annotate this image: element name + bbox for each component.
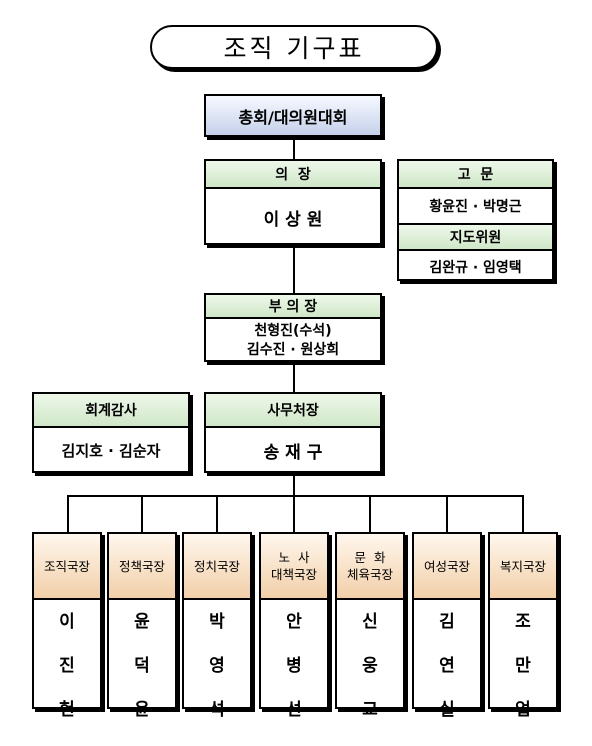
- secretary-role-text: 사무처장: [267, 403, 319, 419]
- department-person: 신 웅 교: [337, 600, 403, 720]
- department-person: 윤 덕 윤: [109, 600, 175, 720]
- chart-title-text: 조직 기구표: [223, 34, 365, 63]
- secretary-name-cell: 송 재 구: [206, 428, 380, 473]
- department-title-line1: 조직국장: [43, 558, 90, 574]
- department-person-char: 진: [59, 656, 75, 676]
- vice-chair-name-line2: 김수진 · 원상희: [246, 341, 340, 358]
- department-title-line2: 체육국장: [346, 567, 393, 582]
- secretary-name: 송 재 구: [263, 443, 323, 463]
- chart-title: 조직 기구표: [150, 25, 438, 69]
- department-person-char: 박: [209, 612, 225, 632]
- general-assembly-box: 총회/대의원대회: [204, 94, 382, 137]
- vice-chair-role-text: 부 의 장: [268, 299, 318, 315]
- connector-secretary-to-bus: [293, 473, 295, 496]
- secretary-box: 사무처장 송 재 구: [204, 392, 382, 473]
- connector-dept-2: [141, 495, 143, 532]
- department-person-char: 선: [286, 700, 302, 720]
- department-person-char: 업: [515, 700, 531, 720]
- connector-dept-5: [369, 495, 371, 532]
- auditor-role-text: 회계감사: [85, 403, 137, 419]
- department-person-char: 신: [362, 612, 378, 632]
- department-box-3: 정치국장 박 영 석: [182, 532, 252, 720]
- department-title-line2: 대책국장: [270, 567, 317, 582]
- mentor-role-text: 지도위원: [449, 230, 502, 246]
- department-title: 여성국장: [414, 534, 480, 600]
- department-person-char: 영: [209, 656, 225, 676]
- vice-chair-role: 부 의 장: [206, 295, 380, 319]
- department-title-line1: 노 사: [278, 550, 310, 565]
- department-person-char: 연: [439, 656, 455, 676]
- department-person: 조 만 업: [490, 600, 556, 720]
- department-person: 박 영 석: [184, 600, 250, 720]
- advisor-group-box: 고 문 황윤진 · 박명근 지도위원 김완규 · 임영택: [397, 159, 554, 281]
- advisor-names-cell: 황윤진 · 박명근: [399, 189, 552, 225]
- auditor-role: 회계감사: [34, 394, 188, 428]
- department-person-char: 헌: [59, 700, 75, 720]
- chair-role: 의 장: [206, 161, 380, 189]
- chair-name-cell: 이 상 원: [206, 189, 380, 245]
- department-person: 이 진 헌: [34, 600, 100, 720]
- auditor-box: 회계감사 김지호 · 김순자: [32, 392, 190, 473]
- department-person-char: 웅: [362, 656, 378, 676]
- connector-dept-6: [446, 495, 448, 532]
- mentor-names: 김완규 · 임영택: [429, 260, 522, 276]
- connector-dept-1: [67, 495, 69, 532]
- department-box-1: 조직국장 이 진 헌: [32, 532, 102, 720]
- connector-vice-to-secretary: [293, 362, 295, 392]
- department-person-char: 김: [439, 612, 455, 632]
- department-person-char: 덕: [134, 656, 150, 676]
- department-title-line1: 정치국장: [193, 558, 240, 574]
- department-person-char: 만: [515, 656, 531, 676]
- general-assembly-label: 총회/대의원대회: [238, 107, 348, 127]
- department-person: 안 병 선: [261, 600, 327, 720]
- chair-role-text: 의 장: [275, 167, 311, 183]
- department-title-line1: 문 화: [354, 550, 386, 565]
- connector-dept-7: [522, 495, 524, 532]
- connector-department-bus: [67, 495, 524, 497]
- advisor-role-text: 고 문: [457, 167, 494, 183]
- department-box-7: 복지국장 조 만 업: [488, 532, 558, 720]
- auditor-names-cell: 김지호 · 김순자: [34, 428, 188, 473]
- secretary-role: 사무처장: [206, 394, 380, 428]
- department-person-char: 윤: [134, 612, 150, 632]
- connector-dept-3: [216, 495, 218, 532]
- department-person-char: 석: [209, 700, 225, 720]
- auditor-names: 김지호 · 김순자: [61, 442, 161, 460]
- chair-box: 의 장 이 상 원: [204, 159, 382, 245]
- connector-top-to-chair: [293, 137, 295, 159]
- department-title: 정치국장: [184, 534, 250, 600]
- department-box-2: 정책국장 윤 덕 윤: [107, 532, 177, 720]
- connector-chair-to-vice: [293, 245, 295, 293]
- department-title: 복지국장: [490, 534, 556, 600]
- advisor-role: 고 문: [399, 161, 552, 189]
- vice-chair-names-cell: 천형진(수석) 김수진 · 원상희: [206, 319, 380, 362]
- department-person-char: 교: [362, 700, 378, 720]
- department-title: 정책국장: [109, 534, 175, 600]
- department-title-line1: 여성국장: [423, 558, 470, 574]
- department-title: 조직국장: [34, 534, 100, 600]
- department-title-line1: 복지국장: [499, 558, 546, 574]
- department-person-char: 이: [59, 612, 75, 632]
- department-person-char: 안: [286, 612, 302, 632]
- chair-name: 이 상 원: [263, 209, 323, 230]
- department-person-char: 병: [286, 656, 302, 676]
- advisor-names: 황윤진 · 박명근: [429, 199, 522, 215]
- department-person-char: 윤: [134, 700, 150, 720]
- department-person: 김 연 실: [414, 600, 480, 720]
- vice-chair-name-line1: 천형진(수석): [254, 322, 332, 339]
- mentor-names-cell: 김완규 · 임영택: [399, 251, 552, 283]
- vice-chair-box: 부 의 장 천형진(수석) 김수진 · 원상희: [204, 293, 382, 362]
- mentor-role: 지도위원: [399, 225, 552, 251]
- department-title-line1: 정책국장: [118, 558, 165, 574]
- department-person-char: 조: [515, 612, 531, 632]
- connector-dept-4: [293, 495, 295, 532]
- department-box-6: 여성국장 김 연 실: [412, 532, 482, 720]
- department-person-char: 실: [439, 700, 455, 720]
